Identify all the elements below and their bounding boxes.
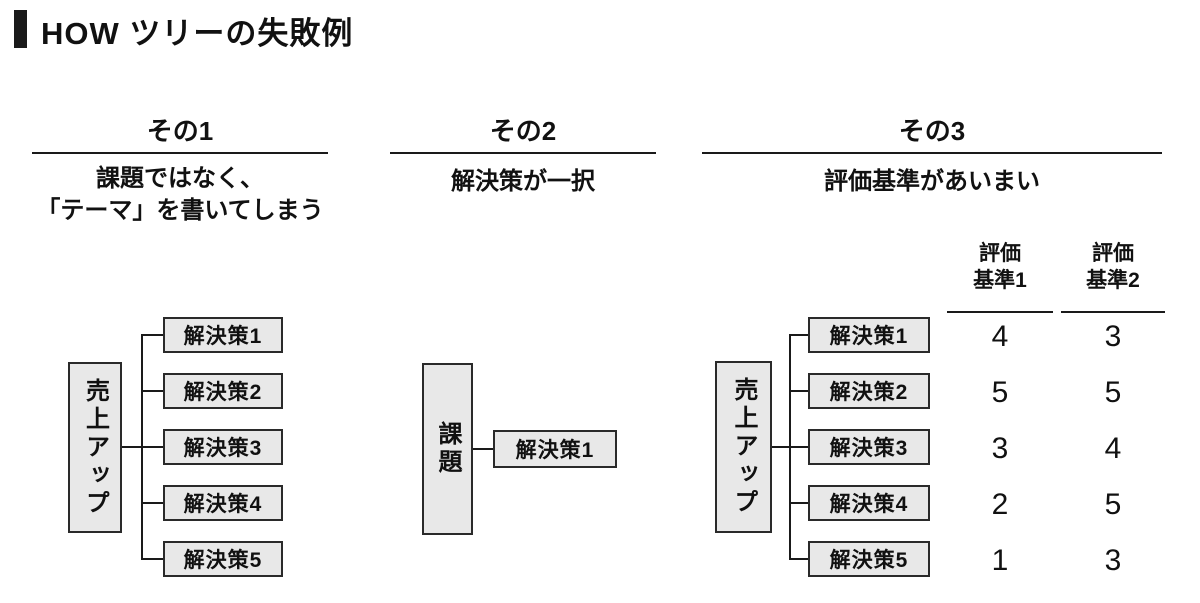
section3-subtitle: 評価基準があいまい <box>824 168 1040 195</box>
score-row2-criteria2: 5 <box>1104 376 1122 409</box>
score-row5-criteria1: 1 <box>991 544 1009 577</box>
score-row3-criteria2: 4 <box>1104 432 1122 465</box>
score-row3-criteria1: 3 <box>991 432 1009 465</box>
score-row1-criteria2: 3 <box>1104 320 1122 353</box>
criteria2-underline <box>1061 311 1165 313</box>
tree3-solution-box-2: 解決策2 <box>808 373 930 409</box>
tree3-branch-line-4 <box>789 502 809 504</box>
criteria1-header: 評価 基準1 <box>944 240 1056 294</box>
page-title: HOW ツリーの失敗例 <box>41 16 354 51</box>
tree1-solution-box-2: 解決策2 <box>163 373 283 409</box>
tree1-branch-line-2 <box>141 390 164 392</box>
criteria1-underline <box>947 311 1053 313</box>
section3-underline <box>702 152 1162 154</box>
score-row1-criteria1: 4 <box>991 320 1009 353</box>
tree2-root-box: 課題 <box>422 363 473 535</box>
score-row5-criteria2: 3 <box>1104 544 1122 577</box>
tree1-branch-line-5 <box>141 558 164 560</box>
criteria1-header-line2: 基準1 <box>973 269 1027 292</box>
tree2-branch-line-1 <box>473 448 494 450</box>
tree3-solution-box-5: 解決策5 <box>808 541 930 577</box>
tree1-solution-box-4: 解決策4 <box>163 485 283 521</box>
tree3-branch-line-1 <box>789 334 809 336</box>
section2-subtitle: 解決策が一択 <box>451 168 595 195</box>
tree3-solution-box-3: 解決策3 <box>808 429 930 465</box>
score-row4-criteria2: 5 <box>1104 488 1122 521</box>
tree1-solution-box-5: 解決策5 <box>163 541 283 577</box>
criteria2-header-line2: 基準2 <box>1086 269 1140 292</box>
section2-underline <box>390 152 656 154</box>
tree3-root-box: 売上アップ <box>715 361 772 533</box>
criteria2-header-line1: 評価 <box>1092 242 1134 265</box>
section1-underline <box>32 152 328 154</box>
section1-label: その1 <box>146 116 214 146</box>
tree1-branch-line-3 <box>141 446 164 448</box>
section3-label: その3 <box>898 116 966 146</box>
tree3-branch-line-5 <box>789 558 809 560</box>
score-row4-criteria1: 2 <box>991 488 1009 521</box>
tree1-root-connector <box>122 446 143 448</box>
tree1-solution-box-1: 解決策1 <box>163 317 283 353</box>
criteria2-header: 評価 基準2 <box>1057 240 1169 294</box>
tree1-solution-box-3: 解決策3 <box>163 429 283 465</box>
section1-subtitle-line2: 「テーマ」を書いてしまう <box>36 197 324 224</box>
tree3-solution-box-1: 解決策1 <box>808 317 930 353</box>
tree1-branch-line-4 <box>141 502 164 504</box>
tree1-root-box: 売上アップ <box>68 362 122 533</box>
section1-subtitle-line1: 課題ではなく、 <box>96 165 264 192</box>
title-accent-bar <box>14 10 27 48</box>
score-row2-criteria1: 5 <box>991 376 1009 409</box>
section2-label: その2 <box>489 116 557 146</box>
tree3-solution-box-4: 解決策4 <box>808 485 930 521</box>
tree1-branch-line-1 <box>141 334 164 336</box>
tree3-branch-line-3 <box>789 446 809 448</box>
tree3-root-connector <box>772 446 791 448</box>
tree3-branch-line-2 <box>789 390 809 392</box>
criteria1-header-line1: 評価 <box>979 242 1021 265</box>
tree2-solution-box-1: 解決策1 <box>493 430 617 468</box>
